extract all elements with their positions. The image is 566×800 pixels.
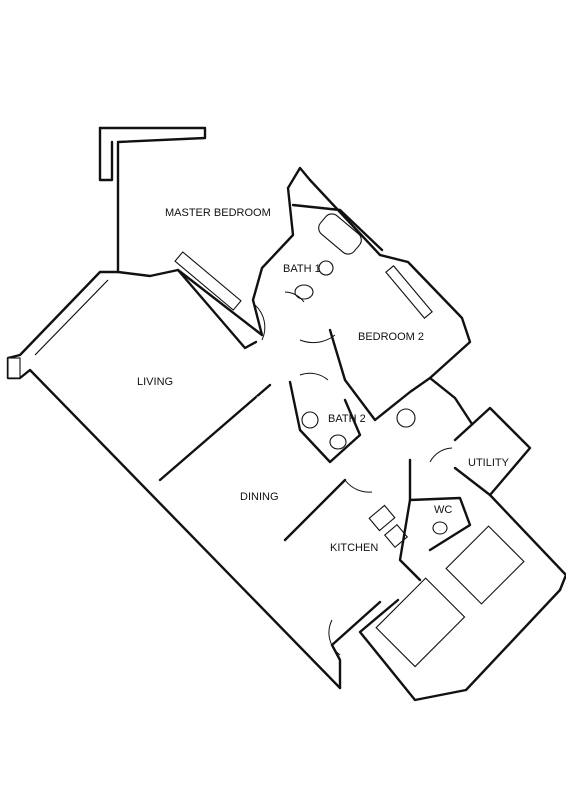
label-bath-1: BATH 1 — [283, 263, 321, 275]
bath1-door-swing — [284, 291, 305, 303]
shower-bath2 — [396, 408, 416, 428]
service-door-swing — [328, 619, 341, 656]
basin-bath2 — [301, 411, 319, 429]
kitchen-wc-partition — [398, 458, 422, 582]
label-living: LIVING — [137, 376, 173, 388]
bath1-wall — [291, 203, 384, 252]
kitchen-hob — [383, 523, 409, 549]
bathtub — [318, 213, 362, 255]
master-bedroom-wall — [98, 126, 312, 337]
label-utility: UTILITY — [468, 457, 510, 469]
living-window-line — [34, 279, 109, 356]
bath2-wall — [288, 380, 362, 464]
lift-box-1 — [375, 577, 466, 668]
label-bath-2: BATH 2 — [328, 413, 366, 425]
label-kitchen: KITCHEN — [330, 542, 378, 554]
interior-walls — [158, 268, 472, 582]
utility-wall — [453, 406, 532, 497]
living-bay-window — [7, 357, 21, 379]
watermark: · · · — [250, 393, 264, 403]
kitchen-sink — [368, 504, 396, 532]
wc-wall — [408, 496, 472, 552]
bedroom2-door-swing — [299, 334, 336, 344]
utility-door-swing — [429, 447, 453, 463]
bedroom2-window — [385, 265, 433, 319]
bedroom2-partition — [328, 328, 432, 422]
master-door-swing — [254, 304, 266, 341]
toilet-wc — [432, 521, 448, 535]
lift-box-2 — [445, 525, 525, 605]
doors — [254, 291, 453, 656]
living-exterior-wall — [6, 270, 342, 690]
dining-partition — [158, 383, 272, 482]
bath2-door-swing — [299, 372, 329, 381]
fixtures — [294, 213, 525, 668]
exterior-walls — [6, 126, 566, 702]
living-master-partition — [176, 268, 258, 350]
bedroom2-exterior-wall — [308, 178, 474, 426]
toilet-bath2 — [329, 434, 347, 450]
label-wc: WC — [434, 504, 452, 516]
master-window — [174, 251, 242, 311]
label-master-bedroom: MASTER BEDROOM — [165, 207, 271, 219]
master-bedroom-bay — [98, 126, 114, 182]
basin-bath1 — [318, 260, 334, 276]
dining-kitchen-partition — [283, 478, 347, 542]
label-bedroom-2: BEDROOM 2 — [358, 331, 424, 343]
windows — [7, 251, 433, 379]
service-wall — [358, 493, 566, 702]
room-labels: MASTER BEDROOM BATH 1 BEDROOM 2 LIVING B… — [137, 207, 510, 554]
label-dining: DINING — [240, 491, 279, 503]
kitchen-exterior-wall — [330, 600, 382, 690]
toilet-bath1 — [294, 284, 314, 300]
kitchen-door-swing — [344, 479, 373, 493]
